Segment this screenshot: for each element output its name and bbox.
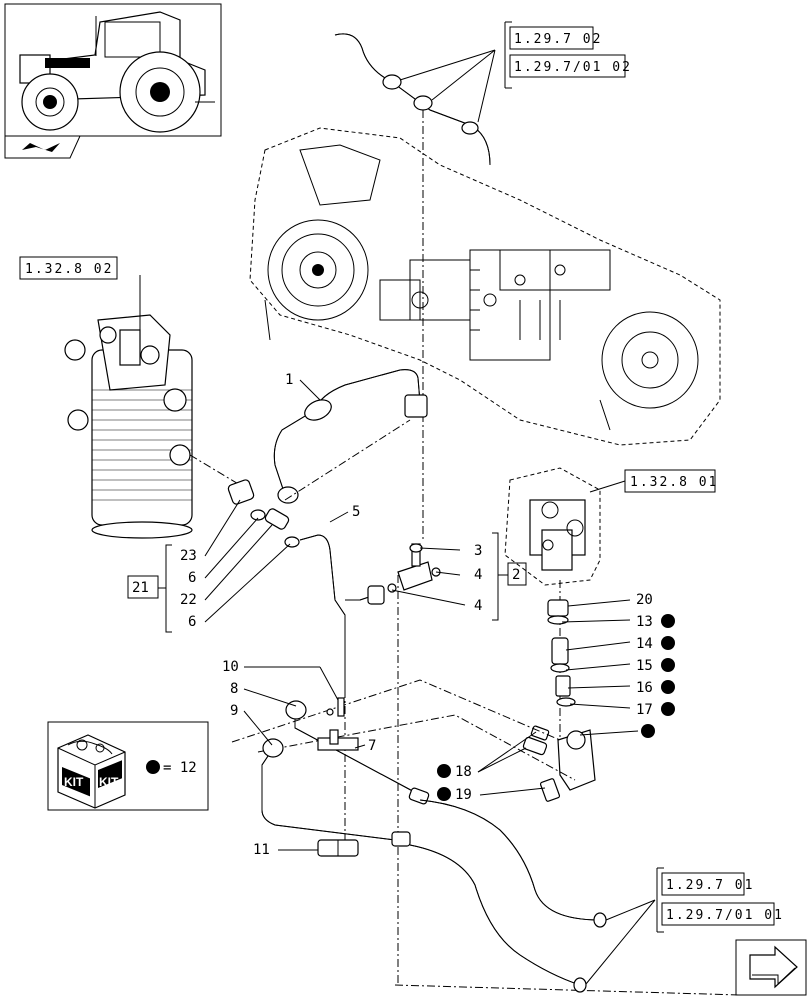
kit-label-1: KIT bbox=[64, 775, 84, 789]
clamp-11 bbox=[317, 839, 359, 857]
callout-1: 1 bbox=[285, 372, 293, 388]
callout-14: 14 bbox=[636, 636, 653, 652]
tractor-thumbnail-icon[interactable] bbox=[4, 3, 222, 137]
black-dot-icon bbox=[641, 724, 655, 738]
tee-fitting bbox=[387, 543, 441, 593]
kit-label-2: KIT bbox=[99, 775, 119, 789]
bracket-7 bbox=[317, 729, 359, 751]
pipe-9 bbox=[261, 738, 411, 847]
nav-back-arrow-icon[interactable] bbox=[4, 135, 81, 159]
callout-19: 19 bbox=[455, 787, 472, 803]
callout-13: 13 bbox=[636, 614, 653, 630]
callout-22: 22 bbox=[180, 592, 197, 608]
callout-2: 2 bbox=[512, 567, 520, 583]
pump-assembly bbox=[504, 467, 601, 586]
ref-bottom-b-text: 1.29.7/01 01 bbox=[666, 908, 784, 923]
callout-10: 10 bbox=[222, 659, 239, 675]
ref-top-a-text: 1.29.7 02 bbox=[514, 32, 602, 47]
callout-17: 17 bbox=[636, 702, 653, 718]
callout-3: 3 bbox=[474, 543, 482, 559]
kit-legend: KIT KIT = 12 bbox=[47, 721, 209, 811]
black-dot-icon bbox=[661, 658, 675, 672]
callout-11: 11 bbox=[253, 842, 270, 858]
ref-right-mid-text: 1.32.8 01 bbox=[630, 475, 718, 490]
upper-hose bbox=[334, 33, 491, 166]
callout-16: 16 bbox=[636, 680, 653, 696]
ref-top-b-text: 1.29.7/01 02 bbox=[514, 60, 632, 75]
nav-next-arrow-icon[interactable] bbox=[735, 939, 807, 996]
callout-9: 9 bbox=[230, 703, 238, 719]
black-dot-icon bbox=[661, 614, 675, 628]
braided-hose-b bbox=[409, 844, 587, 993]
callout-7: 7 bbox=[368, 738, 376, 754]
callout-8: 8 bbox=[230, 681, 238, 697]
fitting-6 bbox=[250, 509, 300, 548]
callout-6a: 6 bbox=[188, 570, 196, 586]
ref-left-text: 1.32.8 02 bbox=[25, 262, 113, 277]
black-dot-icon bbox=[661, 702, 675, 716]
bolt-10 bbox=[326, 697, 345, 717]
callout-23: 23 bbox=[180, 548, 197, 564]
ref-box-left[interactable]: 1.32.8 02 bbox=[19, 256, 118, 280]
callout-4a: 4 bbox=[474, 567, 482, 583]
kit-box-icon: KIT KIT bbox=[57, 734, 126, 809]
fitting-19 bbox=[539, 778, 561, 802]
fitting-stack bbox=[547, 599, 596, 791]
braided-hose-a bbox=[419, 799, 607, 928]
ref-box-bottom[interactable]: 1.29.7 01 1.29.7/01 01 bbox=[656, 867, 784, 933]
callout-21: 21 bbox=[132, 580, 149, 596]
pipe-5 bbox=[299, 534, 385, 690]
black-dot-icon bbox=[146, 760, 160, 774]
black-dot-icon bbox=[437, 787, 451, 801]
callout-20: 20 bbox=[636, 592, 653, 608]
black-dot-icon bbox=[661, 680, 675, 694]
ref-box-top[interactable]: 1.29.7 02 1.29.7/01 02 bbox=[504, 21, 632, 89]
pipe-1 bbox=[273, 369, 428, 504]
filter-assembly bbox=[64, 314, 193, 539]
callout-18: 18 bbox=[455, 764, 472, 780]
callout-4b: 4 bbox=[474, 598, 482, 614]
fitting-23 bbox=[227, 479, 255, 505]
pipe-8 bbox=[285, 700, 430, 805]
ref-bottom-a-text: 1.29.7 01 bbox=[666, 878, 754, 893]
ref-box-right-mid[interactable]: 1.32.8 01 bbox=[624, 469, 718, 493]
black-dot-icon bbox=[437, 764, 451, 778]
fitting-22 bbox=[264, 508, 290, 530]
callout-5: 5 bbox=[352, 504, 360, 520]
black-dot-icon bbox=[661, 636, 675, 650]
callout-15: 15 bbox=[636, 658, 653, 674]
callout-6b: 6 bbox=[188, 614, 196, 630]
transmission-assembly bbox=[249, 127, 721, 446]
kit-legend-value: = 12 bbox=[163, 760, 197, 776]
